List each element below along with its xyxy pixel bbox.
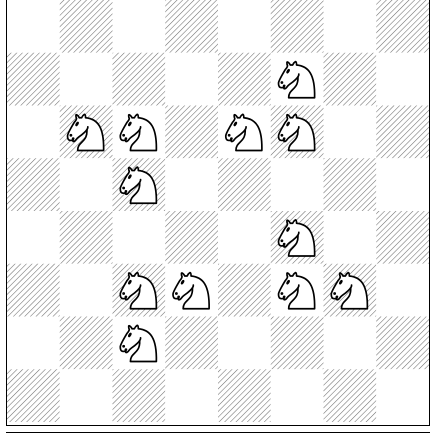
dark-square[interactable] bbox=[165, 317, 218, 370]
dark-square[interactable] bbox=[7, 264, 60, 317]
light-square[interactable] bbox=[60, 53, 113, 106]
light-square[interactable] bbox=[324, 0, 377, 53]
light-square[interactable] bbox=[324, 211, 377, 264]
light-square[interactable] bbox=[218, 317, 271, 370]
dark-square[interactable] bbox=[376, 211, 429, 264]
dark-square[interactable] bbox=[60, 317, 113, 370]
light-square[interactable] bbox=[60, 369, 113, 422]
dark-square[interactable] bbox=[113, 369, 166, 422]
light-square[interactable] bbox=[7, 317, 60, 370]
dark-square[interactable] bbox=[218, 53, 271, 106]
dark-square[interactable] bbox=[271, 0, 324, 53]
light-square[interactable] bbox=[376, 53, 429, 106]
light-square[interactable] bbox=[376, 158, 429, 211]
dark-square[interactable] bbox=[7, 369, 60, 422]
light-square[interactable] bbox=[7, 211, 60, 264]
bottom-divider bbox=[6, 432, 430, 433]
light-square[interactable] bbox=[113, 211, 166, 264]
light-square[interactable] bbox=[376, 369, 429, 422]
dark-square[interactable] bbox=[376, 106, 429, 159]
dark-square[interactable] bbox=[271, 317, 324, 370]
dark-square[interactable] bbox=[60, 0, 113, 53]
dark-square[interactable] bbox=[7, 158, 60, 211]
light-square[interactable] bbox=[324, 317, 377, 370]
dark-square[interactable] bbox=[165, 211, 218, 264]
light-square[interactable] bbox=[165, 53, 218, 106]
chess-board bbox=[7, 0, 429, 424]
dark-square[interactable] bbox=[218, 264, 271, 317]
dark-square[interactable] bbox=[60, 211, 113, 264]
light-square[interactable] bbox=[60, 264, 113, 317]
board-squares bbox=[7, 0, 429, 422]
light-square[interactable] bbox=[218, 0, 271, 53]
light-square[interactable] bbox=[271, 369, 324, 422]
dark-square[interactable] bbox=[376, 0, 429, 53]
light-square[interactable] bbox=[324, 106, 377, 159]
dark-square[interactable] bbox=[218, 158, 271, 211]
dark-square[interactable] bbox=[324, 369, 377, 422]
light-square[interactable] bbox=[7, 0, 60, 53]
dark-square[interactable] bbox=[324, 53, 377, 106]
light-square[interactable] bbox=[271, 158, 324, 211]
light-square[interactable] bbox=[113, 0, 166, 53]
light-square[interactable] bbox=[165, 369, 218, 422]
light-square[interactable] bbox=[376, 264, 429, 317]
dark-square[interactable] bbox=[113, 53, 166, 106]
light-square[interactable] bbox=[165, 158, 218, 211]
dark-square[interactable] bbox=[324, 158, 377, 211]
dark-square[interactable] bbox=[165, 0, 218, 53]
light-square[interactable] bbox=[7, 106, 60, 159]
light-square[interactable] bbox=[60, 158, 113, 211]
dark-square[interactable] bbox=[218, 369, 271, 422]
dark-square[interactable] bbox=[376, 317, 429, 370]
light-square[interactable] bbox=[218, 211, 271, 264]
dark-square[interactable] bbox=[7, 53, 60, 106]
dark-square[interactable] bbox=[165, 106, 218, 159]
